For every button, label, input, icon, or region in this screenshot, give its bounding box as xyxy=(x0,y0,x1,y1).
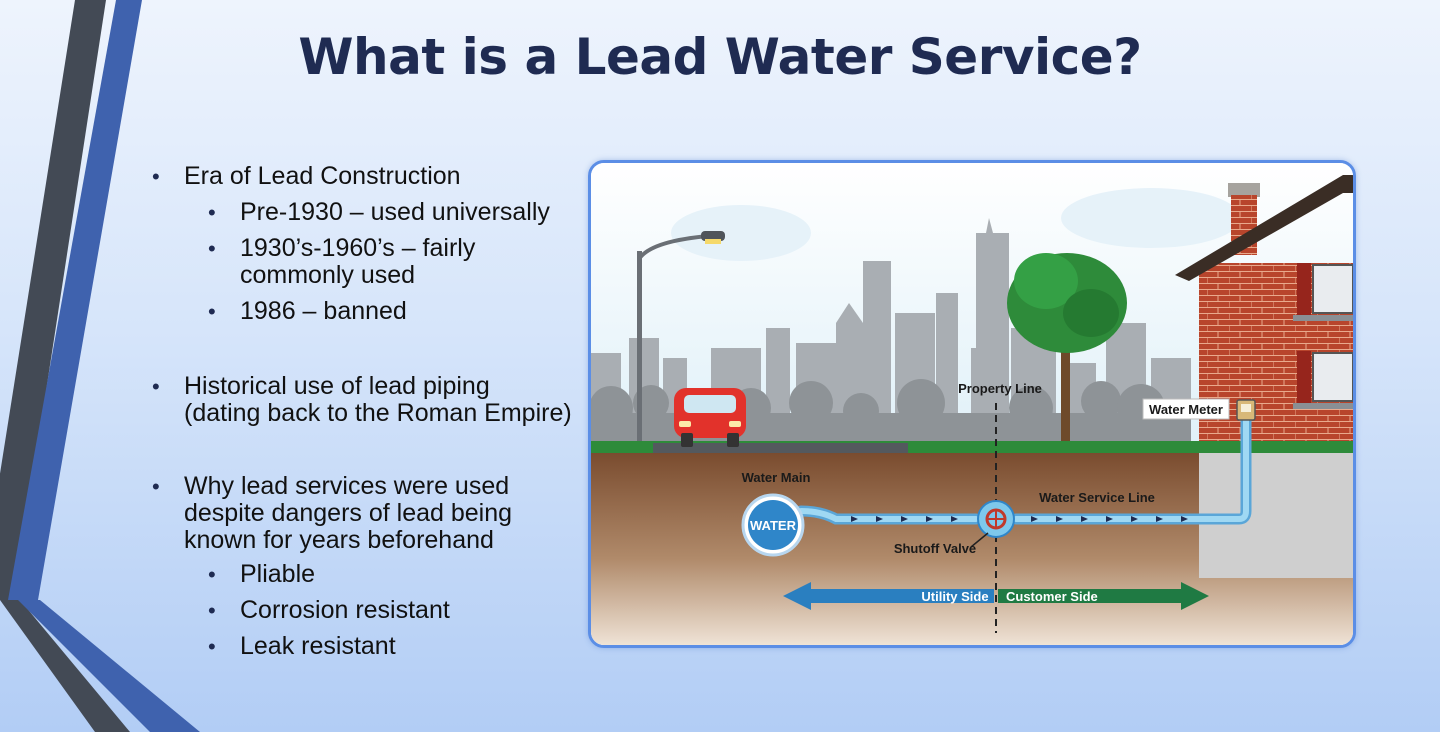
bullet-dot: • xyxy=(208,598,216,623)
bullet-text: Pre-1930 – used universally xyxy=(240,198,550,226)
cloud-shapes xyxy=(671,188,1241,261)
water-meter-label: Water Meter xyxy=(1149,402,1223,417)
water-meter-label-box: Water Meter xyxy=(1142,398,1230,420)
bullet-item: • Era of Lead Construction xyxy=(148,163,461,190)
water-service-pipe xyxy=(795,409,1252,525)
sub-bullet-item: • 1986 – banned xyxy=(148,298,407,325)
bullet-text: Historical use of lead piping (dating ba… xyxy=(184,372,572,427)
sub-bullet-item: • Leak resistant xyxy=(148,633,396,660)
lead-service-diagram: Water Meter WATER Property Line Water Ma… xyxy=(588,160,1356,648)
slide-title: What is a Lead Water Service? xyxy=(298,28,1142,86)
bullet-text: Leak resistant xyxy=(240,632,396,660)
road xyxy=(653,443,908,453)
utility-side-arrow: Utility Side xyxy=(783,582,994,610)
bullet-dot: • xyxy=(152,374,160,399)
bullet-item: • Why lead services were used despite dan… xyxy=(148,473,512,554)
water-service-line-label: Water Service Line xyxy=(1039,490,1155,505)
bullet-text: Pliable xyxy=(240,560,316,588)
customer-side-arrow: Customer Side xyxy=(998,582,1209,610)
property-line-label: Property Line xyxy=(958,381,1042,396)
house xyxy=(1175,175,1353,453)
bullet-dot: • xyxy=(152,164,160,189)
tree-icon xyxy=(1007,253,1127,443)
red-car-icon xyxy=(674,388,746,447)
street-lamp-icon xyxy=(637,231,725,449)
water-badge-label: WATER xyxy=(750,518,797,533)
bullet-dot: • xyxy=(208,236,216,261)
bullet-dot: • xyxy=(208,562,216,587)
utility-side-label: Utility Side xyxy=(921,589,988,604)
water-main-label: Water Main xyxy=(742,470,811,485)
sub-bullet-item: • Pliable xyxy=(148,561,315,588)
shutoff-valve-label: Shutoff Valve xyxy=(894,541,976,556)
bullet-dot: • xyxy=(208,634,216,659)
bullet-text: 1986 – banned xyxy=(240,297,407,325)
bullet-dot: • xyxy=(152,474,160,499)
water-meter-icon xyxy=(1236,399,1256,421)
bullet-text: 1930’s-1960’s – fairly commonly used xyxy=(240,234,476,289)
bullet-item: • Historical use of lead piping (dating b… xyxy=(148,373,572,427)
bullet-dot: • xyxy=(208,299,216,324)
flow-arrows xyxy=(851,516,1188,522)
sub-bullet-item: • Pre-1930 – used universally xyxy=(148,199,550,226)
customer-side-label: Customer Side xyxy=(1006,589,1098,604)
sub-bullet-item: • Corrosion resistant xyxy=(148,597,450,624)
bullet-dot: • xyxy=(208,200,216,225)
bullet-text: Why lead services were used despite dang… xyxy=(184,472,513,554)
bullet-text: Era of Lead Construction xyxy=(184,162,461,190)
bullet-text: Corrosion resistant xyxy=(240,596,450,624)
sub-bullet-item: • 1930’s-1960’s – fairly commonly used xyxy=(148,235,475,289)
water-main-badge: WATER xyxy=(741,493,805,557)
shutoff-valve-icon xyxy=(970,500,1015,548)
